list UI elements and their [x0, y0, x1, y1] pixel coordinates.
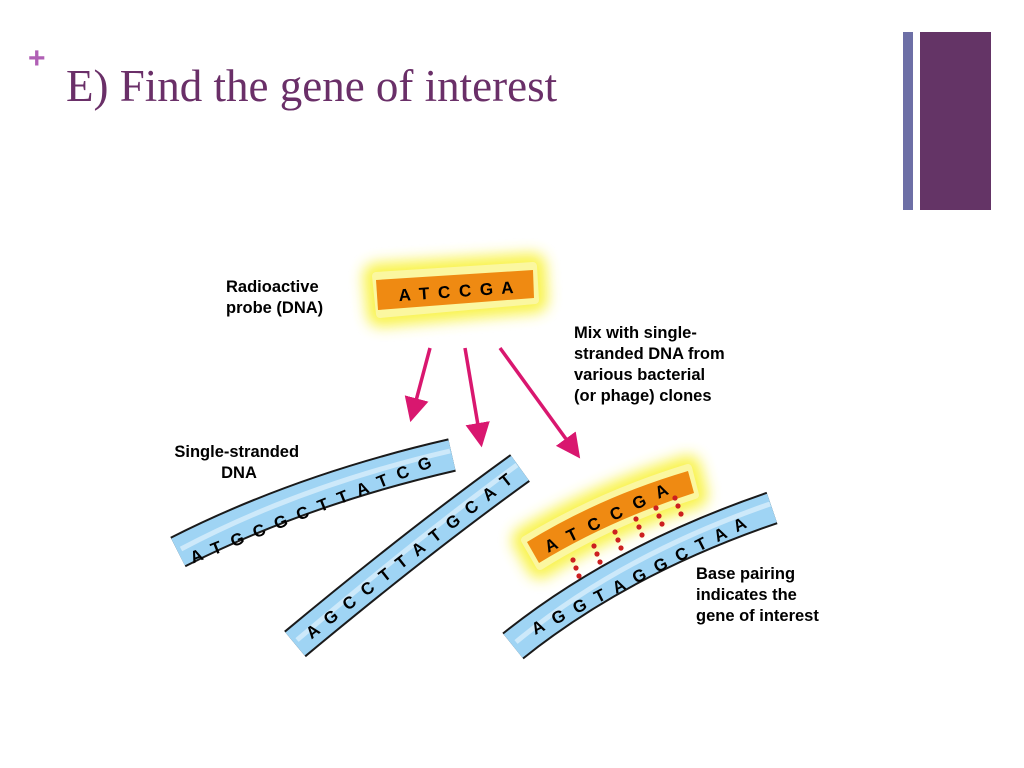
mix-label: Mix with single- stranded DNA from vario…	[574, 324, 729, 405]
decorative-bar-thin	[903, 32, 913, 210]
decorative-bar-thick	[920, 32, 991, 210]
single-stranded-label: Single-stranded DNA	[174, 443, 303, 482]
arrow-to-strand3	[498, 346, 581, 459]
arrow-to-strand1	[404, 347, 432, 423]
radioactive-probe: A T C C G A	[363, 253, 548, 327]
probe-label: Radioactive probe (DNA)	[226, 278, 323, 317]
slide-title: E) Find the gene of interest	[66, 61, 558, 111]
base-pairing-label: Base pairing indicates the gene of inter…	[696, 565, 819, 625]
bullet-plus-icon: +	[28, 42, 46, 75]
arrow-to-strand2	[463, 347, 490, 448]
arrows	[404, 346, 581, 459]
bound-probe: A T C C G A	[512, 455, 708, 579]
base-pairing-dots	[570, 495, 684, 579]
